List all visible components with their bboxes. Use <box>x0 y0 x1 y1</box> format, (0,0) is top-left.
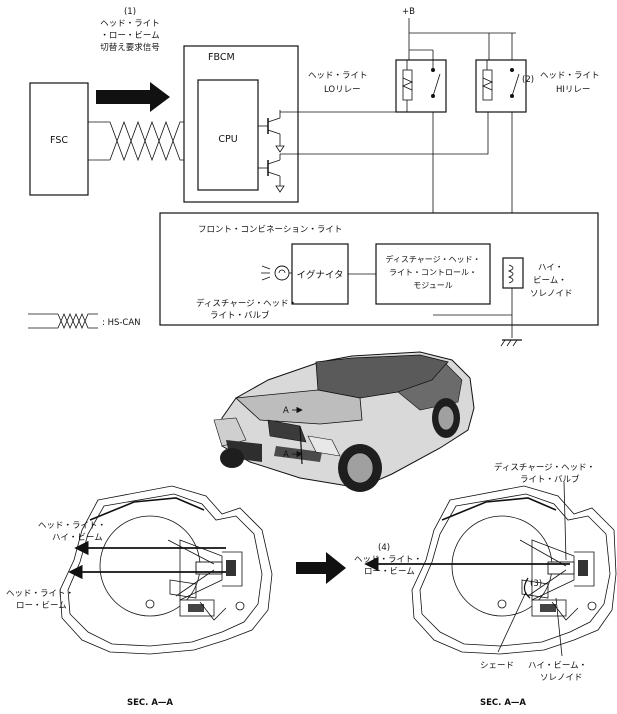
request-arrow <box>96 82 170 112</box>
left-low-label-2: ロー・ビーム <box>16 601 67 611</box>
lo-relay-coil <box>402 60 413 112</box>
section-marker-top: A <box>283 406 289 416</box>
cpu-box <box>197 79 259 191</box>
right-bulb-label-2: ライト・バルブ <box>520 474 580 485</box>
fsc-label: FSC <box>50 135 68 146</box>
right-solenoid-leader <box>555 597 563 657</box>
discharge-module-label-3: モジュール <box>413 281 452 290</box>
right-bulb-leader <box>563 481 567 561</box>
hi-relay-switch <box>510 68 520 98</box>
hi-relay-label-1: ヘッド・ライト <box>540 71 600 81</box>
right-headlamp-section <box>411 485 617 655</box>
igniter-label: イグナイタ <box>297 269 344 281</box>
ground-symbol <box>500 339 522 347</box>
shade-label: シェード <box>480 661 514 671</box>
svg-text:・ロー・ビーム: ・ロー・ビーム <box>100 31 159 41</box>
legend-label: : HS-CAN <box>102 318 141 328</box>
vehicle-illustration <box>213 351 475 492</box>
bulb-label-1: ディスチャージ・ヘッド・ <box>196 298 297 309</box>
cpu-label: CPU <box>218 134 237 145</box>
hb-solenoid-label-2: ビーム・ <box>533 276 567 286</box>
legend-can-symbol <box>28 312 98 330</box>
hb-solenoid-coil <box>507 264 514 284</box>
lo-relay-label-1: ヘッド・ライト <box>308 71 368 81</box>
right-ray-1 <box>519 539 567 567</box>
request-signal: (1) ヘッド・ライト ・ロー・ビーム 切替え要求信号 <box>100 7 160 53</box>
section-marker-bottom: A <box>283 450 289 460</box>
transition-arrow <box>296 552 346 584</box>
left-low-label-1: ヘッド・ライト・ <box>6 589 74 599</box>
right-bulb-label-1: ディスチャージ・ヘッド・ <box>494 462 595 473</box>
fbcm-transistor-hi <box>258 154 285 193</box>
left-high-label-1: ヘッド・ライト・ <box>38 521 106 531</box>
bulb-symbol <box>261 265 292 281</box>
hi-relay-number: (2) <box>522 75 534 85</box>
right-number-4: (4) <box>378 543 390 553</box>
igniter-box <box>291 243 349 305</box>
right-shade-leader <box>497 591 527 653</box>
right-low-label-2: ロー・ビーム <box>364 567 415 577</box>
discharge-module-box <box>375 243 491 305</box>
right-solenoid-label-1: ハイ・ビーム・ <box>528 661 587 671</box>
hi-control-wire <box>280 100 489 155</box>
right-ray-2 <box>527 569 567 597</box>
fsc-box <box>29 82 89 196</box>
discharge-module-label-1: ディスチャージ・ヘッド・ <box>385 254 480 264</box>
svg-text:(1): (1) <box>124 7 136 17</box>
left-headlamp-section <box>59 485 273 655</box>
discharge-module-label-2: ライト・コントロール・ <box>389 268 477 277</box>
left-section-caption: SEC. A—A <box>127 698 173 708</box>
right-solenoid-label-2: ソレノイド <box>540 673 583 683</box>
fbcm-label: FBCM <box>208 52 235 63</box>
hb-solenoid-label-1: ハイ・ <box>538 263 563 273</box>
left-high-label-2: ハイ・ビーム <box>52 533 103 543</box>
fbcm-transistor-lo <box>258 110 285 153</box>
hi-relay-coil <box>482 60 493 101</box>
front-combination-light-label: フロント・コンビネーション・ライト <box>198 225 342 235</box>
supply-label: +B <box>402 7 415 17</box>
right-section-caption: SEC. A—A <box>480 698 526 708</box>
lo-relay-label-2: LOリレー <box>324 85 361 95</box>
right-number-3: (3) <box>530 579 542 589</box>
hi-relay-label-2: HIリレー <box>556 85 590 95</box>
svg-text:ヘッド・ライト: ヘッド・ライト <box>100 19 160 29</box>
bulb-label-2: ライト・バルブ <box>210 310 270 321</box>
lo-relay-switch <box>431 60 441 98</box>
hb-solenoid-label-3: ソレノイド <box>530 289 573 299</box>
right-low-label-1: ヘッド・ライト・ <box>354 555 422 565</box>
svg-text:切替え要求信号: 切替え要求信号 <box>100 42 160 53</box>
can-twisted-pair <box>88 120 198 162</box>
left-ray-2 <box>175 569 215 597</box>
left-ray-1 <box>167 539 215 565</box>
